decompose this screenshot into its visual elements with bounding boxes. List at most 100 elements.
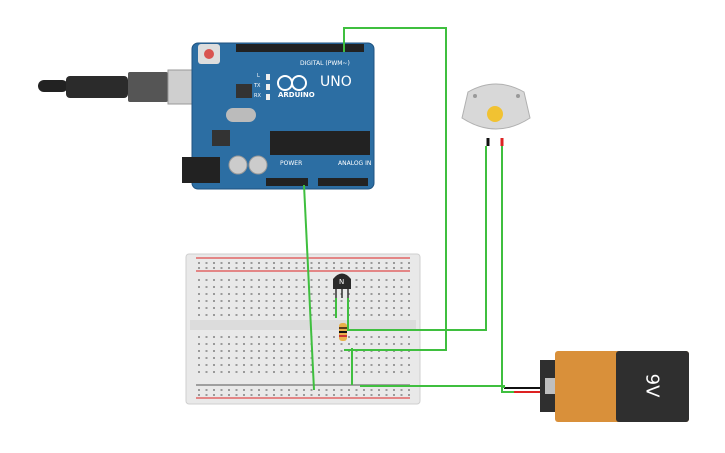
breadboard-hole[interactable] <box>340 389 343 391</box>
breadboard-hole[interactable] <box>213 350 215 352</box>
breadboard-hole[interactable] <box>340 314 343 316</box>
breadboard-hole[interactable] <box>318 371 320 373</box>
breadboard-hole[interactable] <box>385 267 388 269</box>
breadboard-hole[interactable] <box>348 262 350 264</box>
breadboard-hole[interactable] <box>280 300 283 302</box>
breadboard-hole[interactable] <box>333 389 335 391</box>
breadboard-hole[interactable] <box>273 357 275 359</box>
breadboard-hole[interactable] <box>205 343 208 345</box>
breadboard-hole[interactable] <box>265 350 268 352</box>
breadboard-hole[interactable] <box>228 300 230 302</box>
breadboard-hole[interactable] <box>235 286 238 288</box>
breadboard-hole[interactable] <box>258 300 260 302</box>
breadboard-hole[interactable] <box>273 394 275 396</box>
breadboard-hole[interactable] <box>355 336 358 338</box>
breadboard[interactable] <box>185 253 421 405</box>
breadboard-hole[interactable] <box>303 343 305 345</box>
breadboard-hole[interactable] <box>303 394 305 396</box>
breadboard-hole[interactable] <box>378 371 380 373</box>
breadboard-hole[interactable] <box>318 279 320 281</box>
breadboard-hole[interactable] <box>318 364 320 366</box>
breadboard-hole[interactable] <box>318 293 320 295</box>
breadboard-hole[interactable] <box>408 336 410 338</box>
breadboard-hole[interactable] <box>400 262 403 264</box>
breadboard-hole[interactable] <box>265 343 268 345</box>
breadboard-hole[interactable] <box>355 371 358 373</box>
breadboard-hole[interactable] <box>265 364 268 366</box>
breadboard-hole[interactable] <box>393 300 395 302</box>
resistor[interactable] <box>339 323 347 341</box>
wire-transistor-to-motor[interactable] <box>347 146 487 331</box>
breadboard-hole[interactable] <box>258 350 260 352</box>
breadboard-hole[interactable] <box>273 343 275 345</box>
breadboard-hole[interactable] <box>198 293 200 295</box>
breadboard-hole[interactable] <box>213 279 215 281</box>
breadboard-hole[interactable] <box>205 267 208 269</box>
breadboard-hole[interactable] <box>228 336 230 338</box>
breadboard-hole[interactable] <box>363 357 365 359</box>
breadboard-hole[interactable] <box>280 314 283 316</box>
breadboard-hole[interactable] <box>295 300 298 302</box>
breadboard-hole[interactable] <box>213 262 215 264</box>
breadboard-hole[interactable] <box>303 336 305 338</box>
breadboard-hole[interactable] <box>303 262 305 264</box>
breadboard-hole[interactable] <box>198 262 200 264</box>
breadboard-hole[interactable] <box>393 286 395 288</box>
breadboard-hole[interactable] <box>310 300 313 302</box>
breadboard-hole[interactable] <box>288 364 290 366</box>
breadboard-hole[interactable] <box>363 364 365 366</box>
breadboard-hole[interactable] <box>228 293 230 295</box>
breadboard-hole[interactable] <box>363 262 365 264</box>
breadboard-hole[interactable] <box>295 371 298 373</box>
breadboard-hole[interactable] <box>235 279 238 281</box>
breadboard-hole[interactable] <box>303 279 305 281</box>
breadboard-hole[interactable] <box>220 394 223 396</box>
breadboard-hole[interactable] <box>198 336 200 338</box>
breadboard-hole[interactable] <box>385 336 388 338</box>
breadboard-hole[interactable] <box>370 279 373 281</box>
breadboard-hole[interactable] <box>333 350 335 352</box>
breadboard-hole[interactable] <box>370 267 373 269</box>
breadboard-hole[interactable] <box>310 307 313 309</box>
breadboard-hole[interactable] <box>378 389 380 391</box>
breadboard-hole[interactable] <box>408 267 410 269</box>
breadboard-hole[interactable] <box>213 300 215 302</box>
breadboard-hole[interactable] <box>213 314 215 316</box>
breadboard-hole[interactable] <box>348 357 350 359</box>
breadboard-hole[interactable] <box>288 300 290 302</box>
breadboard-hole[interactable] <box>205 336 208 338</box>
breadboard-hole[interactable] <box>378 336 380 338</box>
breadboard-hole[interactable] <box>303 293 305 295</box>
breadboard-hole[interactable] <box>363 336 365 338</box>
breadboard-hole[interactable] <box>205 286 208 288</box>
breadboard-hole[interactable] <box>198 300 200 302</box>
breadboard-hole[interactable] <box>378 364 380 366</box>
breadboard-hole[interactable] <box>250 394 253 396</box>
breadboard-hole[interactable] <box>250 350 253 352</box>
breadboard-hole[interactable] <box>310 371 313 373</box>
breadboard-hole[interactable] <box>303 364 305 366</box>
breadboard-hole[interactable] <box>295 394 298 396</box>
breadboard-hole[interactable] <box>310 286 313 288</box>
breadboard-hole[interactable] <box>310 389 313 391</box>
breadboard-hole[interactable] <box>348 293 350 295</box>
breadboard-hole[interactable] <box>280 364 283 366</box>
breadboard-hole[interactable] <box>243 394 245 396</box>
breadboard-hole[interactable] <box>243 364 245 366</box>
breadboard-hole[interactable] <box>355 262 358 264</box>
breadboard-hole[interactable] <box>258 267 260 269</box>
breadboard-hole[interactable] <box>265 357 268 359</box>
breadboard-hole[interactable] <box>205 293 208 295</box>
breadboard-hole[interactable] <box>265 394 268 396</box>
breadboard-hole[interactable] <box>400 389 403 391</box>
breadboard-hole[interactable] <box>370 371 373 373</box>
breadboard-hole[interactable] <box>280 279 283 281</box>
breadboard-hole[interactable] <box>340 300 343 302</box>
breadboard-hole[interactable] <box>228 364 230 366</box>
breadboard-hole[interactable] <box>295 286 298 288</box>
breadboard-hole[interactable] <box>348 336 350 338</box>
breadboard-hole[interactable] <box>378 314 380 316</box>
breadboard-hole[interactable] <box>370 293 373 295</box>
breadboard-hole[interactable] <box>318 357 320 359</box>
breadboard-hole[interactable] <box>325 336 328 338</box>
